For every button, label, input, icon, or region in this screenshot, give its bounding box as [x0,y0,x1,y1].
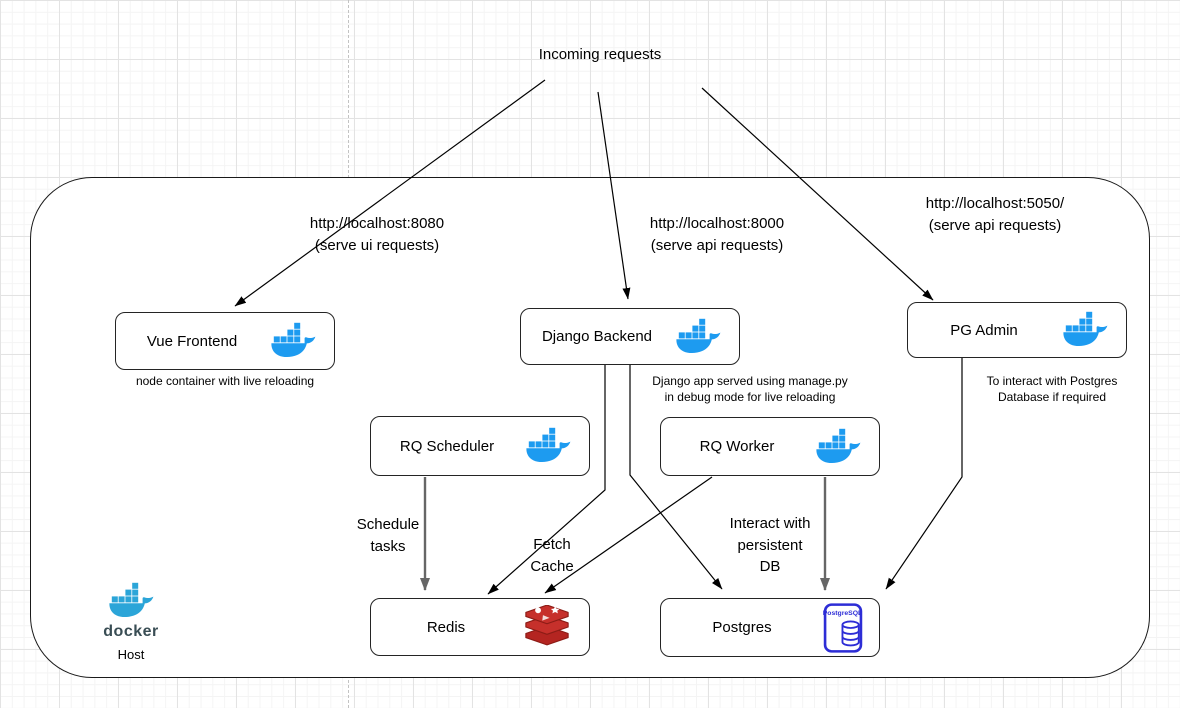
edge-label-fetch-cache: Fetch Cache [530,536,574,575]
docker-whale-icon [523,427,573,465]
note-pgadmin: To interact with Postgres Database if re… [986,374,1118,404]
docker-host-logo: docker Host [93,582,169,662]
node-redis-label: Redis [426,618,466,636]
node-postgres-label: Postgres [712,619,772,636]
edge-label-interact-db: Interact with persistent DB [729,515,811,575]
node-rq-worker[interactable]: RQ Worker [660,417,880,476]
edge-label-pgadmin-url: http://localhost:5050/ (serve api reques… [925,195,1065,234]
node-redis[interactable]: Redis [370,598,590,656]
docker-logo-whale-icon [104,582,158,620]
node-vue-frontend[interactable]: Vue Frontend [115,312,335,370]
node-rq-scheduler-label: RQ Scheduler [399,437,495,455]
edge-label-vue-url: http://localhost:8080 (serve ui requests… [309,215,445,254]
host-label: Host [117,647,145,662]
docker-whale-icon [268,322,318,360]
node-postgres[interactable]: Postgres PostgreSQL [660,598,880,657]
node-rq-worker-label: RQ Worker [699,438,775,455]
redis-icon [521,605,573,649]
node-vue-frontend-label: Vue Frontend [146,332,238,350]
postgresql-icon: PostgreSQL [823,602,863,653]
edge-label-django-url: http://localhost:8000 (serve api request… [649,215,785,254]
node-django-backend[interactable]: Django Backend [520,308,740,365]
docker-host-container[interactable] [30,177,1150,678]
docker-whale-icon [673,318,723,356]
node-pg-admin[interactable]: PG Admin [907,302,1127,358]
postgresql-icon-text: PostgreSQL [823,609,862,616]
note-vue: node container with live reloading [135,374,315,388]
node-pg-admin-label: PG Admin [950,321,1018,339]
incoming-requests-label: Incoming requests [538,46,662,63]
docker-whale-icon [813,428,863,466]
node-django-backend-label: Django Backend [541,328,653,345]
docker-whale-icon [1060,311,1110,349]
note-django: Django app served using manage.py in deb… [652,374,848,404]
node-rq-scheduler[interactable]: RQ Scheduler [370,416,590,476]
edge-label-schedule-tasks: Schedule tasks [356,516,420,555]
docker-wordmark: docker [103,623,159,640]
